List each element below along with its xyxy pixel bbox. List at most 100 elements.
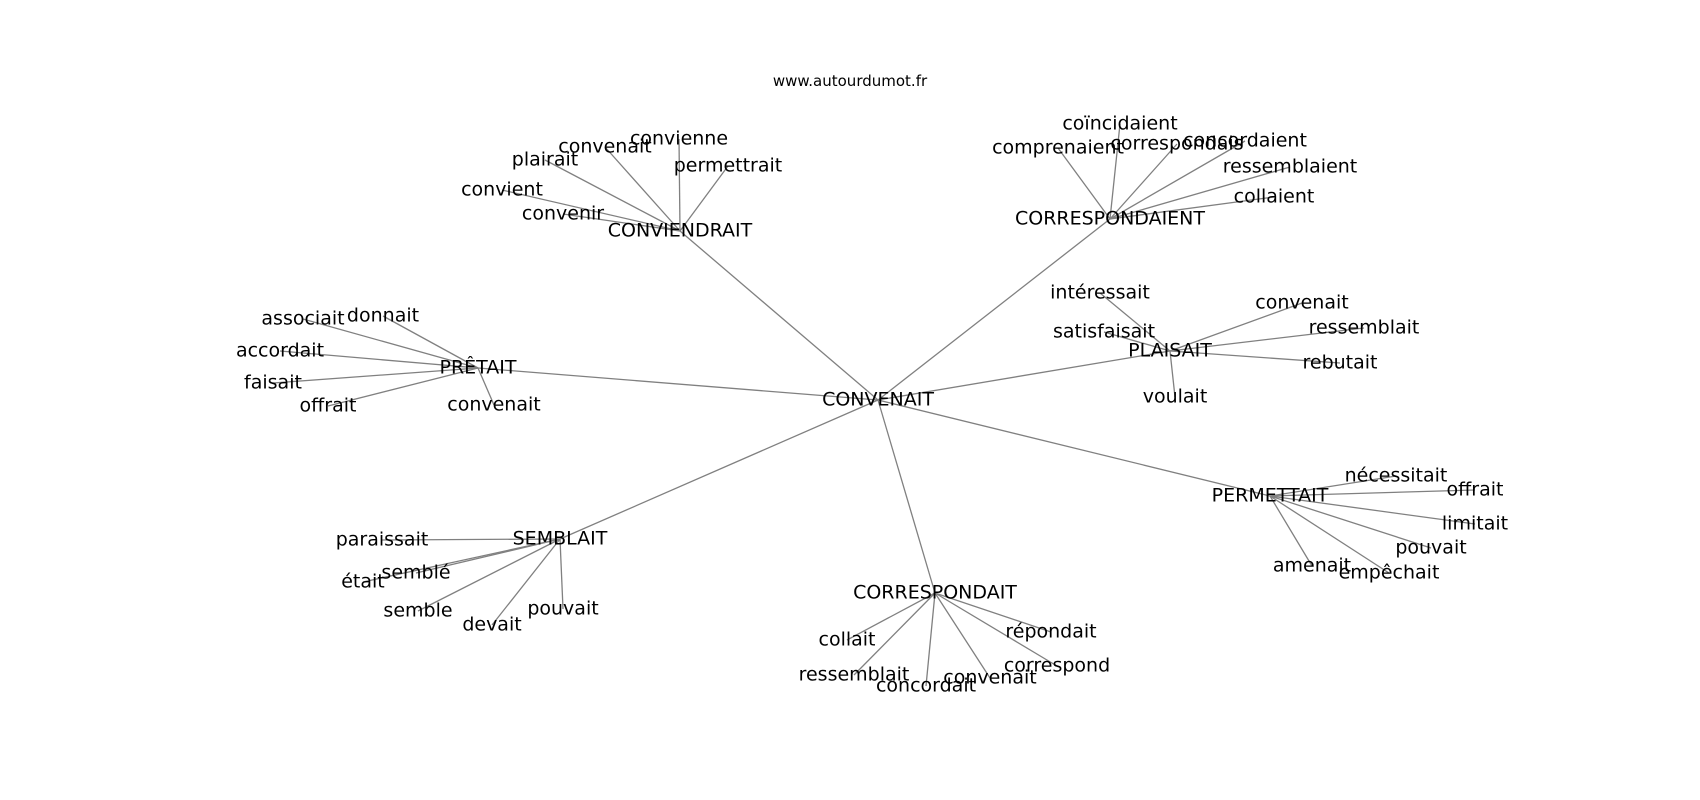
edge-6-3 — [853, 592, 936, 676]
word-node: intéressait — [1050, 282, 1150, 304]
edge-0-5 — [562, 213, 681, 232]
word-node: convenait — [447, 394, 540, 416]
edge-1-4 — [1109, 166, 1291, 220]
edge-3-2 — [279, 350, 479, 369]
word-node: pouvait — [1395, 537, 1466, 559]
word-node: convenait — [558, 136, 651, 158]
edge-1-1 — [1057, 147, 1111, 220]
edge-5-3 — [417, 538, 561, 612]
word-node: convenir — [522, 203, 604, 225]
word-node: ressemblaient — [1223, 156, 1358, 178]
word-node: limitait — [1442, 513, 1508, 535]
word-node: offrait — [1447, 479, 1504, 501]
word-node: satisfaisait — [1053, 321, 1155, 343]
center-node: CONVENAIT — [822, 389, 934, 411]
edge-1-3 — [1109, 140, 1246, 220]
edge-4-0 — [1269, 475, 1397, 497]
edge-6-4 — [925, 592, 936, 687]
word-node: convient — [461, 179, 543, 201]
edge-4-3 — [1269, 495, 1432, 549]
edge-2-5 — [1169, 350, 1176, 398]
word-node: nécessitait — [1345, 465, 1448, 487]
edge-0-4 — [501, 189, 681, 232]
edge-3-5 — [477, 367, 495, 406]
word-node: permettrait — [674, 155, 783, 177]
edge-center-0 — [679, 230, 879, 401]
edge-6-5 — [934, 592, 991, 679]
word-node: était — [341, 571, 385, 593]
word-node: amenait — [1273, 555, 1351, 577]
edge-center-4 — [877, 399, 1271, 497]
word-node: concordaient — [1183, 130, 1307, 152]
word-node: ressemblait — [1309, 317, 1420, 339]
edge-5-5 — [559, 538, 564, 610]
edge-6-1 — [846, 592, 936, 641]
hub-node: CORRESPONDAIENT — [1015, 208, 1205, 230]
word-node: comprenaient — [992, 137, 1124, 159]
edge-1-5 — [1109, 196, 1275, 220]
edge-5-2 — [362, 538, 561, 583]
edge-4-5 — [1269, 495, 1390, 574]
hub-node: CORRESPONDAIT — [853, 582, 1017, 604]
edge-5-4 — [491, 538, 561, 626]
edge-center-1 — [877, 218, 1111, 401]
word-node: donnait — [347, 305, 419, 327]
word-node: voulait — [1143, 386, 1208, 408]
word-node: paraissait — [336, 529, 429, 551]
edge-3-1 — [382, 315, 479, 369]
word-node: offrait — [300, 395, 357, 417]
word-node: collait — [819, 629, 876, 651]
edge-center-5 — [559, 399, 879, 540]
word-node: correspondais — [1110, 133, 1243, 155]
word-node: rebutait — [1302, 352, 1377, 374]
edge-2-2 — [1103, 331, 1171, 352]
edge-0-2 — [544, 159, 681, 232]
edge-0-3 — [679, 165, 729, 232]
word-node: pouvait — [527, 598, 598, 620]
word-node: accordait — [236, 340, 324, 362]
word-node: faisait — [244, 372, 302, 394]
site-watermark: www.autourdumot.fr — [772, 72, 928, 90]
edge-4-4 — [1269, 495, 1313, 567]
edge-6-2 — [934, 592, 1058, 667]
edges-layer — [272, 123, 1476, 687]
word-node: devait — [462, 614, 521, 636]
word-node: concordait — [876, 675, 976, 697]
edge-0-1 — [604, 146, 681, 232]
word-node: associait — [261, 308, 344, 330]
edge-1-2 — [1109, 143, 1178, 220]
word-node: convienne — [630, 128, 728, 150]
edge-3-0 — [302, 318, 479, 369]
word-node: coïncidaient — [1062, 113, 1177, 135]
edge-0-0 — [678, 138, 681, 232]
word-node: correspond — [1004, 655, 1110, 677]
word-node: empêchait — [1339, 562, 1440, 584]
word-node: semblé — [381, 562, 450, 584]
edge-2-0 — [1099, 292, 1171, 352]
word-node: plairait — [512, 149, 578, 171]
hub-node: CONVIENDRAIT — [608, 220, 753, 242]
edge-1-0 — [1109, 123, 1121, 220]
word-node: collaient — [1234, 186, 1315, 208]
edge-center-2 — [877, 350, 1171, 401]
edge-5-0 — [381, 538, 561, 541]
edge-3-3 — [272, 367, 479, 384]
edge-2-4 — [1169, 350, 1341, 364]
hub-node: PLAISAIT — [1128, 340, 1212, 362]
edge-center-6 — [877, 399, 936, 594]
word-node: semble — [383, 600, 452, 622]
edge-4-2 — [1269, 495, 1476, 525]
edge-3-4 — [327, 367, 479, 407]
word-node: répondait — [1005, 621, 1096, 643]
edge-2-3 — [1169, 327, 1365, 352]
hub-node: PRÊTAIT — [439, 356, 516, 379]
hub-node: SEMBLAIT — [513, 528, 608, 550]
hub-node: PERMETTAIT — [1212, 485, 1329, 507]
word-node: ressemblait — [799, 664, 910, 686]
edge-6-0 — [934, 592, 1052, 633]
edge-center-3 — [477, 367, 879, 401]
edge-2-1 — [1169, 302, 1303, 352]
edge-4-1 — [1269, 489, 1476, 497]
